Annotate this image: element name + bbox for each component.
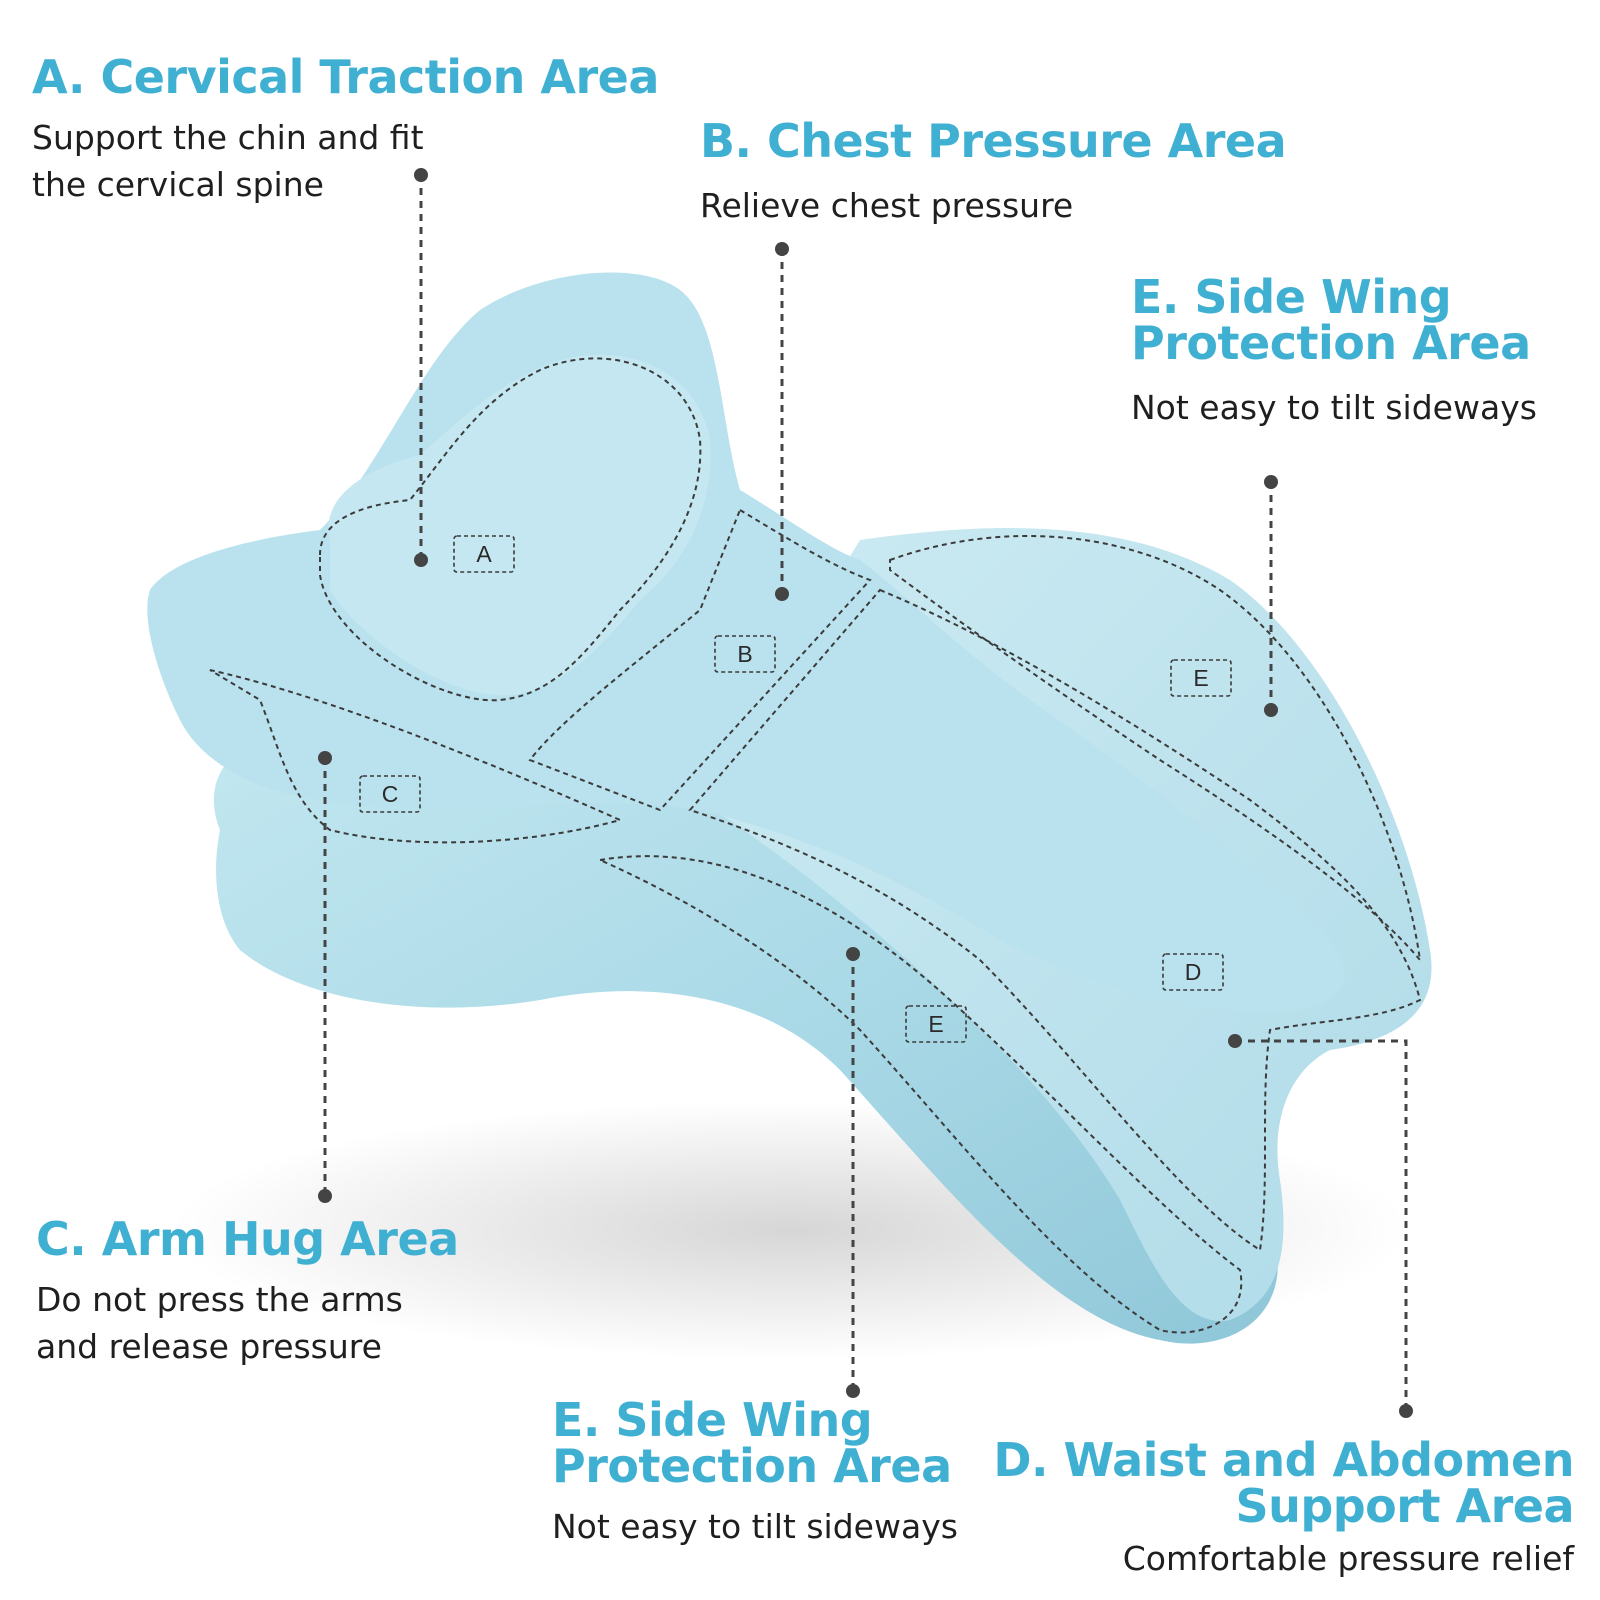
zone-outline-c bbox=[209, 669, 623, 844]
zone-outline-d bbox=[688, 588, 1422, 1252]
leader-dot bbox=[414, 553, 428, 567]
zone-tag-b: B bbox=[737, 641, 752, 667]
callout-description: Relieve chest pressure bbox=[700, 186, 1074, 225]
leader-dot bbox=[414, 168, 428, 182]
leader-dot bbox=[1228, 1034, 1242, 1048]
title-line: Support Area bbox=[1235, 1479, 1574, 1533]
title-line: Protection Area bbox=[1131, 316, 1531, 370]
desc-line: and release pressure bbox=[36, 1327, 382, 1366]
callout-title: C. Arm Hug Area bbox=[36, 1212, 459, 1266]
callout-cervical-traction: A. Cervical Traction Area Support the ch… bbox=[32, 54, 659, 208]
leader-dots bbox=[318, 168, 1413, 1418]
leader-dot bbox=[318, 1189, 332, 1203]
pillow-head-block bbox=[328, 354, 711, 696]
zone-tag-e-lower: E bbox=[928, 1011, 943, 1037]
callout-chest-pressure: B. Chest Pressure Area Relieve chest pre… bbox=[700, 114, 1287, 229]
zone-outline-a bbox=[319, 357, 702, 702]
callout-arm-hug: C. Arm Hug Area Do not press the arms an… bbox=[36, 1216, 459, 1370]
callout-description: Support the chin and fit the cervical sp… bbox=[32, 114, 659, 208]
title-line: D. Waist and Abdomen bbox=[993, 1433, 1574, 1487]
leader-dot bbox=[1264, 475, 1278, 489]
callout-title: B. Chest Pressure Area bbox=[700, 114, 1287, 168]
leader-dot bbox=[318, 751, 332, 765]
leader-dot bbox=[846, 1384, 860, 1398]
leader-dot bbox=[846, 947, 860, 961]
callout-title: D. Waist and Abdomen Support Area bbox=[993, 1437, 1574, 1529]
zone-tag-d: D bbox=[1185, 959, 1202, 985]
zone-tag-e-upper: E bbox=[1193, 665, 1208, 691]
leader-dot bbox=[775, 242, 789, 256]
zone-tags: A B C D E E bbox=[359, 535, 1232, 1043]
title-line: E. Side Wing bbox=[552, 1393, 873, 1447]
callout-waist-abdomen: D. Waist and Abdomen Support Area Comfor… bbox=[993, 1437, 1574, 1582]
leader-dot bbox=[775, 587, 789, 601]
leader-line-d bbox=[1235, 1039, 1408, 1411]
callout-side-wing-lower: E. Side Wing Protection Area Not easy to… bbox=[552, 1397, 958, 1550]
zone-outlines bbox=[209, 357, 1422, 1334]
callout-description: Comfortable pressure relief bbox=[1122, 1539, 1574, 1578]
desc-line: Support the chin and fit bbox=[32, 118, 424, 157]
callout-side-wing-upper: E. Side Wing Protection Area Not easy to… bbox=[1131, 274, 1537, 431]
zone-tag-c: C bbox=[382, 781, 399, 807]
callout-description: Not easy to tilt sideways bbox=[1131, 388, 1537, 427]
callout-title: E. Side Wing Protection Area bbox=[1131, 274, 1537, 366]
leader-dot bbox=[1399, 1404, 1413, 1418]
leader-dot bbox=[1264, 703, 1278, 717]
leader-lines bbox=[323, 175, 1408, 1411]
callout-description: Do not press the arms and release pressu… bbox=[36, 1276, 459, 1370]
zone-tag-a: A bbox=[476, 541, 492, 567]
zone-outline-e-lower bbox=[596, 855, 1243, 1334]
callout-title: E. Side Wing Protection Area bbox=[552, 1397, 958, 1489]
desc-line: the cervical spine bbox=[32, 165, 324, 204]
callout-description: Not easy to tilt sideways bbox=[552, 1507, 958, 1546]
desc-line: Do not press the arms bbox=[36, 1280, 403, 1319]
pillow-body bbox=[213, 730, 1278, 1344]
zone-outline-b bbox=[528, 508, 872, 812]
title-line: Protection Area bbox=[552, 1439, 952, 1493]
callout-title: A. Cervical Traction Area bbox=[32, 50, 659, 104]
title-line: E. Side Wing bbox=[1131, 270, 1452, 324]
